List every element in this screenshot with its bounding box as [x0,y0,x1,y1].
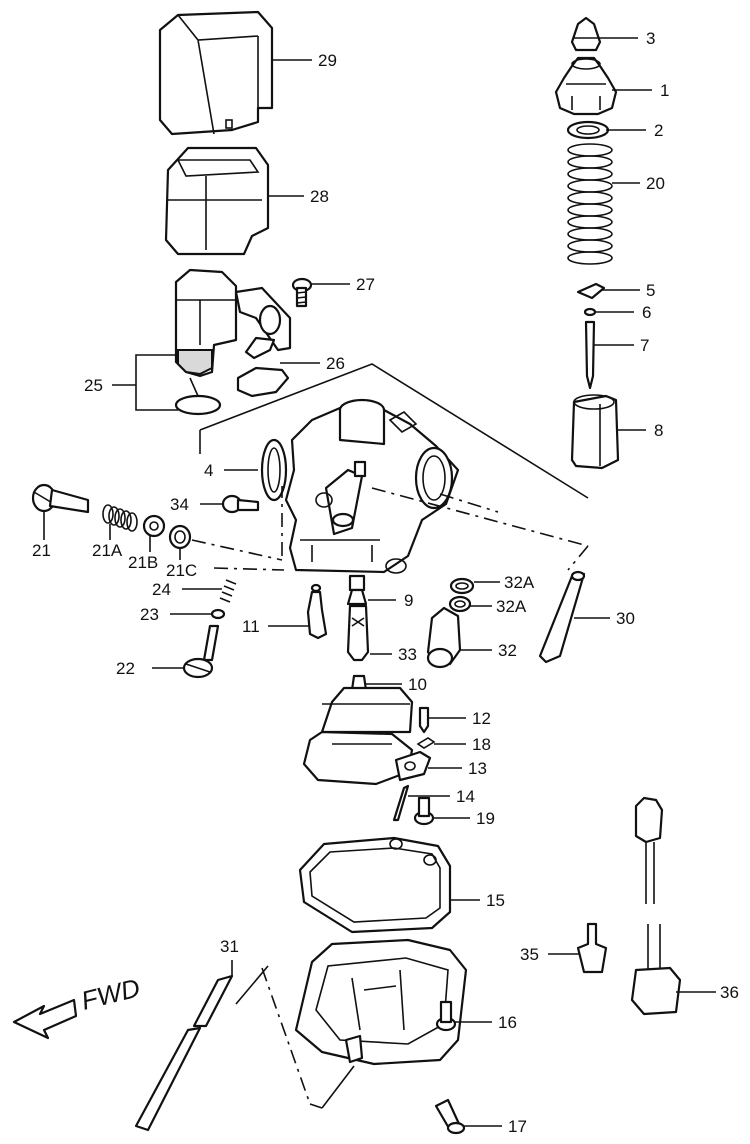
callout-7: 7 [640,336,649,355]
callout-1: 1 [660,81,669,100]
callout-33: 33 [398,645,417,664]
callout-34: 34 [170,495,189,514]
part-11-jet [306,583,328,640]
part-32-plunger [426,606,462,669]
part-33-needle-jet [346,604,370,662]
part-36-connector [630,796,682,1016]
part-34-screw [221,494,260,514]
guide-lines [191,363,589,1109]
part-2-washer [566,120,610,140]
callout-11: 11 [242,617,260,636]
callout-17: 17 [508,1117,527,1136]
callout-3: 3 [646,29,655,48]
part-35-sensor [576,922,608,974]
callout-4: 4 [204,461,213,480]
callout-2: 2 [654,121,663,140]
callout-14: 14 [456,787,475,806]
callout-6: 6 [642,303,651,322]
part-22-screw [182,624,220,679]
callout-21c: 21C [166,561,197,580]
callout-23: 23 [140,605,159,624]
part-21c-o-ring [168,524,192,550]
callout-16: 16 [498,1013,517,1032]
part-19-screw [413,796,435,826]
callout-12: 12 [472,709,491,728]
part-1-top [554,56,618,116]
part-7-needle [584,320,596,390]
callout-35: 35 [520,945,539,964]
part-21b-washer [142,514,166,538]
callout-32a-1: 32A [504,573,535,592]
callout-30: 30 [616,609,635,628]
part-9-jet [346,574,368,606]
part-14-pin [392,784,410,822]
part-24-spring [219,579,237,603]
part-17-screw [434,1098,466,1135]
callout-21a: 21A [92,541,123,560]
callout-20: 20 [646,174,665,193]
part-20-spring [567,143,613,265]
callout-9: 9 [404,591,413,610]
callout-18: 18 [472,735,491,754]
callout-10: 10 [408,675,427,694]
part-12-needle-valve [418,706,430,734]
callout-21: 21 [32,541,51,560]
fwd-arrow [12,998,78,1040]
part-18-clip [416,737,436,749]
part-31-pipe [134,974,234,1132]
fwd-label: FWD [78,972,143,1015]
callout-8: 8 [654,421,663,440]
part-21-screw [31,483,90,514]
part-float [302,686,414,786]
callout-27: 27 [356,275,375,294]
callout-31: 31 [220,937,239,956]
callout-25: 25 [84,376,103,395]
part-25-solenoid [174,268,292,416]
part-29-cover [158,10,274,136]
part-16-screw [435,1000,457,1032]
part-3-cap [570,16,602,52]
carburetor-body [260,398,460,574]
part-6-ring [583,307,597,317]
part-26-plate [236,336,290,398]
callouts: 29 28 3 1 2 20 5 6 7 8 27 26 25 4 34 21 … [32,29,739,1136]
callout-26: 26 [326,354,345,373]
part-21a-spring [102,504,138,532]
part-23-o-ring [210,608,226,620]
part-5-clip [576,282,606,300]
leader-lines [43,37,716,1127]
part-15-gasket [298,836,452,934]
part-32a-o-ring-2 [448,595,472,613]
part-28-cover-box [164,146,270,256]
callout-36: 36 [720,983,739,1002]
part-13-pin [394,750,432,782]
callout-19: 19 [476,809,495,828]
part-27-screw [291,277,313,308]
callout-15: 15 [486,891,505,910]
callout-13: 13 [468,759,487,778]
part-8-throttle-valve [570,394,620,470]
callout-24: 24 [152,580,171,599]
callout-32: 32 [498,641,517,660]
callout-32a-2: 32A [496,597,527,616]
callout-29: 29 [318,51,337,70]
part-30-pipe [538,570,586,664]
callout-28: 28 [310,187,329,206]
callout-21b: 21B [128,553,158,572]
callout-5: 5 [646,281,655,300]
callout-22: 22 [116,659,135,678]
part-float-bowl [294,938,468,1066]
part-32a-o-ring-1 [449,577,475,595]
